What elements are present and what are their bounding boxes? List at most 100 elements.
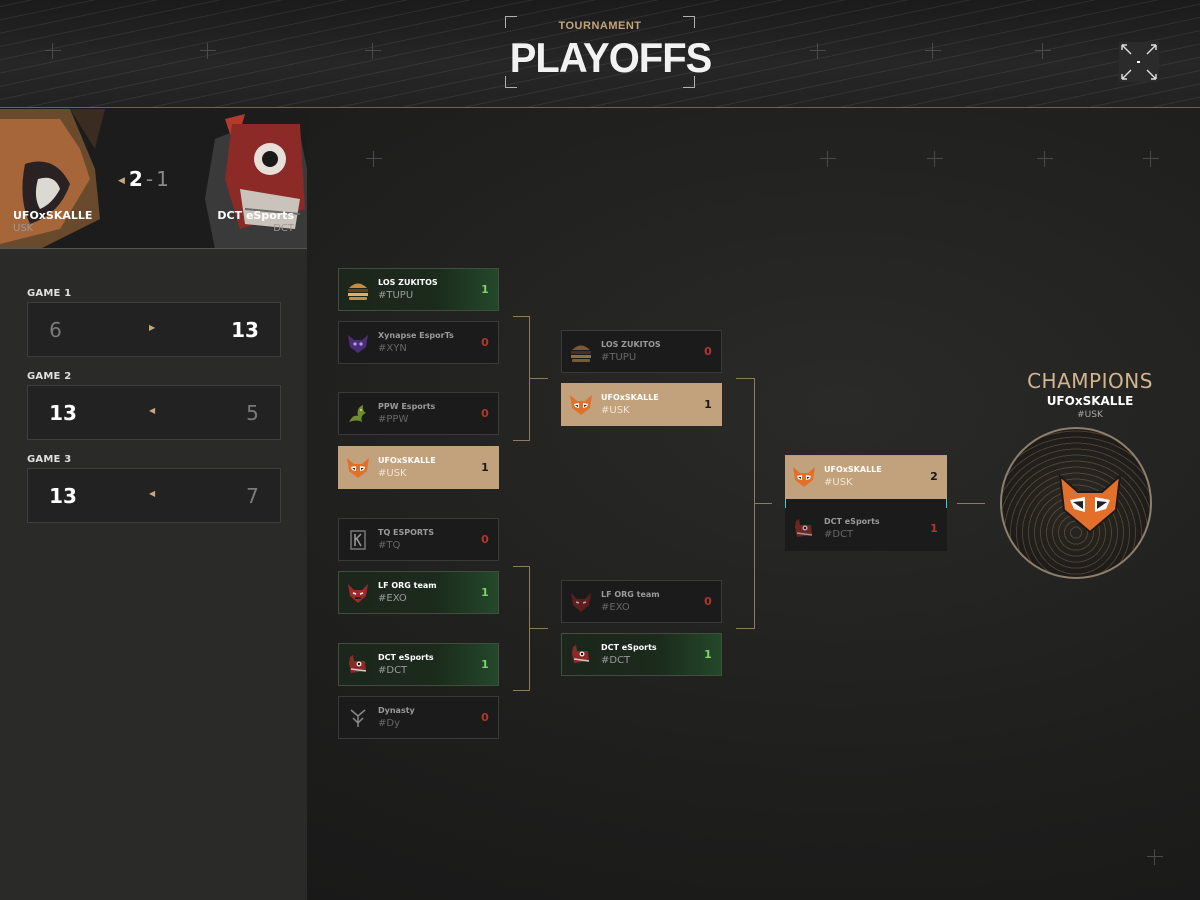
plus-decoration <box>1143 151 1159 167</box>
team-score: 0 <box>704 345 712 358</box>
winner-arrow-icon: ◀ <box>149 489 156 498</box>
frame-corner <box>683 16 695 28</box>
burger-icon <box>571 345 591 362</box>
champion-tag: #USK <box>1077 410 1103 420</box>
bracket-team-card[interactable]: TQ ESPORTS #TQ 0 <box>338 518 499 561</box>
bracket-team-card[interactable]: LF ORG team #EXO 0 <box>561 580 722 623</box>
team-tag: #USK <box>824 477 853 488</box>
game-score-right: 7 <box>246 484 259 508</box>
team-name: LF ORG team <box>601 590 660 599</box>
bracket-team-card[interactable]: UFOxSKALLE #USK 2 <box>785 456 947 499</box>
game-score-box[interactable]: 13 ◀ 5 <box>27 385 281 440</box>
team-name: UFOxSKALLE <box>601 393 659 402</box>
pinata-llama-icon <box>572 645 590 663</box>
game-score-right: 5 <box>246 401 259 425</box>
team-tag: #EXO <box>601 602 630 613</box>
match-detail-panel: ◀2-1 UFOxSKALLE USK DCT eSports DCT GAME… <box>0 109 307 900</box>
team-name: LOS ZUKITOS <box>378 278 438 287</box>
team-left-name: UFOxSKALLE <box>13 209 93 222</box>
team-score: 1 <box>481 658 489 671</box>
champion-emblem <box>1000 427 1152 579</box>
team-name: LF ORG team <box>378 581 437 590</box>
fullscreen-button[interactable] <box>1119 42 1159 82</box>
game-score-left: 13 <box>49 484 77 508</box>
burger-icon <box>348 283 368 300</box>
red-demon-icon <box>348 584 368 603</box>
game-label: GAME 1 <box>27 288 72 299</box>
bracket-team-card[interactable]: DCT eSports #DCT 1 <box>338 643 499 686</box>
match-header[interactable]: ◀2-1 UFOxSKALLE USK DCT eSports DCT <box>0 109 307 249</box>
bracket-team-card[interactable]: PPW Esports #PPW 0 <box>338 392 499 435</box>
team-tag: #USK <box>601 405 630 416</box>
team-score: 0 <box>481 533 489 546</box>
winner-arrow-icon: ◀ <box>149 406 156 415</box>
team-name: DCT eSports <box>824 517 880 526</box>
plus-decoration <box>45 43 61 59</box>
team-tag: #TUPU <box>601 352 637 363</box>
header-bar: TOURNAMENT PLAYOFFS <box>0 0 1200 108</box>
team-right-tag: DCT <box>273 223 294 234</box>
game-score-box[interactable]: 6 ▶ 13 <box>27 302 281 357</box>
team-name: DCT eSports <box>378 653 434 662</box>
bracket-team-card[interactable]: LOS ZUKITOS #TUPU 1 <box>338 268 499 311</box>
winner-arrow-icon: ◀ <box>118 175 125 186</box>
bracket-team-card[interactable]: DCT eSports #DCT 1 <box>561 633 722 676</box>
series-score-right: 1 <box>156 167 169 191</box>
plus-decoration <box>810 43 826 59</box>
dynasty-logo-icon <box>350 709 366 727</box>
page-title: PLAYOFFS <box>509 34 712 81</box>
plus-decoration <box>200 43 216 59</box>
game-score-right: 13 <box>231 318 259 342</box>
team-name: Dynasty <box>378 706 415 715</box>
fox-mask-icon <box>1058 473 1122 534</box>
team-tag: #PPW <box>378 414 409 425</box>
plus-decoration <box>1147 849 1163 865</box>
game-score-left: 13 <box>49 401 77 425</box>
team-score: 0 <box>704 595 712 608</box>
team-score: 0 <box>481 711 489 724</box>
fox-mask-icon <box>793 467 815 487</box>
bracket-team-card[interactable]: LOS ZUKITOS #TUPU 0 <box>561 330 722 373</box>
purple-beast-icon <box>348 335 368 353</box>
bracket-team-card[interactable]: UFOxSKALLE #USK 1 <box>561 383 722 426</box>
team-score: 0 <box>481 407 489 420</box>
bracket-team-card[interactable]: LF ORG team #EXO 1 <box>338 571 499 614</box>
team-score: 1 <box>481 283 489 296</box>
plus-decoration <box>366 151 382 167</box>
bracket-team-card[interactable]: UFOxSKALLE #USK 1 <box>338 446 499 489</box>
team-tag: #TQ <box>378 540 401 551</box>
green-dragon-icon <box>349 405 366 422</box>
team-right-name: DCT eSports <box>217 209 294 222</box>
team-tag: #DCT <box>824 529 854 540</box>
plus-decoration <box>820 151 836 167</box>
page-subtitle: TOURNAMENT <box>558 20 642 32</box>
team-left-tag: USK <box>13 223 34 234</box>
team-name: UFOxSKALLE <box>378 456 436 465</box>
bracket-team-card[interactable]: Dynasty #Dy 0 <box>338 696 499 739</box>
bracket-team-card[interactable]: DCT eSports #DCT 1 <box>785 508 947 551</box>
game-label: GAME 2 <box>27 371 72 382</box>
plus-decoration <box>1037 151 1053 167</box>
game-score-left: 6 <box>49 318 62 342</box>
pinata-llama-icon <box>349 655 367 673</box>
pinata-llama-icon <box>205 114 307 248</box>
series-score-separator: - <box>145 167 154 191</box>
team-name: PPW Esports <box>378 402 436 411</box>
team-name: DCT eSports <box>601 643 657 652</box>
team-tag: #EXO <box>378 593 407 604</box>
bracket-team-card[interactable]: Xynapse EsporTs #XYN 0 <box>338 321 499 364</box>
champions-heading: CHAMPIONS <box>1027 369 1153 393</box>
plus-decoration <box>365 43 381 59</box>
team-tag: #DCT <box>601 655 631 666</box>
game-score-box[interactable]: 13 ◀ 7 <box>27 468 281 523</box>
team-score: 1 <box>481 461 489 474</box>
game-label: GAME 3 <box>27 454 72 465</box>
final-match-box[interactable]: UFOxSKALLE #USK 2 DCT eSports #DCT 1 <box>785 455 947 551</box>
fox-mask-icon <box>570 395 592 415</box>
series-score-left: 2 <box>128 167 143 191</box>
team-score: 1 <box>704 398 712 411</box>
team-score: 1 <box>481 586 489 599</box>
team-tag: #XYN <box>378 343 407 354</box>
fox-mask-icon <box>0 109 105 248</box>
